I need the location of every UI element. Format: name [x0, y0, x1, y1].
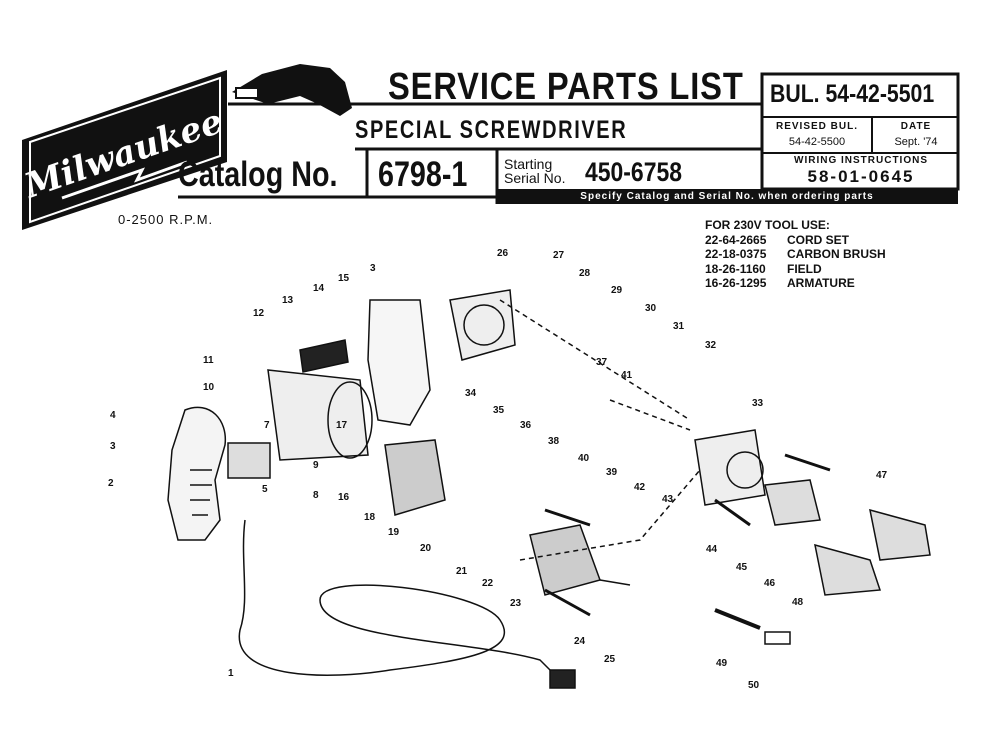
tool-name: SPECIAL SCREWDRIVER	[355, 116, 628, 144]
callout: 32	[705, 340, 717, 351]
bulletin-number: 54-42-5501	[825, 80, 935, 108]
callout: 24	[574, 636, 586, 647]
rpm-rating: 0-2500 R.P.M.	[118, 212, 214, 227]
callout: 3	[370, 263, 376, 274]
callout: 35	[493, 405, 505, 416]
callout: 45	[736, 562, 748, 573]
callout: 16	[338, 492, 350, 503]
callout: 40	[578, 453, 590, 464]
callout: 21	[456, 566, 468, 577]
callout: 13	[282, 295, 294, 306]
callout: 3	[110, 441, 116, 452]
document-title: SERVICE PARTS LIST	[388, 66, 744, 108]
callout: 41	[621, 370, 633, 381]
callout: 39	[606, 467, 618, 478]
revised-number: 54-42-5500	[788, 136, 846, 148]
catalog-label: Catalog No.	[178, 155, 338, 194]
callout: 34	[465, 388, 477, 399]
serial-label: Serial No.	[504, 170, 566, 186]
wiring-label: WIRING INSTRUCTIONS	[794, 155, 928, 166]
callout: 46	[764, 578, 776, 589]
callout: 25	[604, 654, 616, 665]
callout: 8	[313, 490, 319, 501]
callout: 4	[110, 410, 116, 421]
callout: 48	[792, 597, 804, 608]
callout: 33	[752, 398, 764, 409]
callout: 18	[364, 512, 376, 523]
callout: 20	[420, 543, 432, 554]
callout: 1	[228, 668, 234, 679]
callout: 5	[262, 484, 268, 495]
bulletin-label: BUL.	[770, 80, 820, 108]
callout: 19	[388, 527, 400, 538]
callout: 31	[673, 321, 685, 332]
callout: 23	[510, 598, 522, 609]
callout: 44	[706, 544, 718, 555]
callout: 28	[579, 268, 591, 279]
order-note: Specify Catalog and Serial No. when orde…	[496, 189, 958, 204]
callout: 10	[203, 382, 215, 393]
callout: 26	[497, 248, 509, 259]
serial-label-block: Starting Serial No.	[504, 157, 565, 185]
callout: 36	[520, 420, 532, 431]
callout: 7	[264, 420, 270, 431]
date-label: DATE	[900, 121, 932, 132]
bulletin: BUL. 54-42-5501	[770, 80, 934, 109]
voltage-heading: FOR 230V TOOL USE:	[705, 218, 830, 232]
starting-label: Starting	[504, 156, 553, 172]
revised-label: REVISED BUL.	[775, 121, 858, 132]
callout: 14	[313, 283, 325, 294]
serial-number: 450-6758	[585, 157, 682, 187]
milwaukee-logo: Milwaukee	[22, 70, 227, 230]
callout: 47	[876, 470, 888, 481]
callout: 17	[336, 420, 348, 431]
callout: 27	[553, 250, 565, 261]
callout: 49	[716, 658, 728, 669]
callout: 43	[662, 494, 674, 505]
logo-emblem: Milwaukee	[22, 70, 227, 230]
callout: 22	[482, 578, 494, 589]
callout: 29	[611, 285, 623, 296]
callout: 2	[108, 478, 114, 489]
callout: 38	[548, 436, 560, 447]
callout: 42	[634, 482, 646, 493]
callout: 50	[748, 680, 760, 691]
callout: 30	[645, 303, 657, 314]
callout: 9	[313, 460, 319, 471]
callout: 37	[596, 357, 608, 368]
callout: 11	[203, 355, 214, 366]
date-value: Sept. '74	[894, 136, 938, 148]
wiring-number: 58-01-0645	[807, 167, 915, 186]
catalog-number: 6798-1	[378, 155, 468, 194]
callout: 15	[338, 273, 350, 284]
callout: 12	[253, 308, 265, 319]
